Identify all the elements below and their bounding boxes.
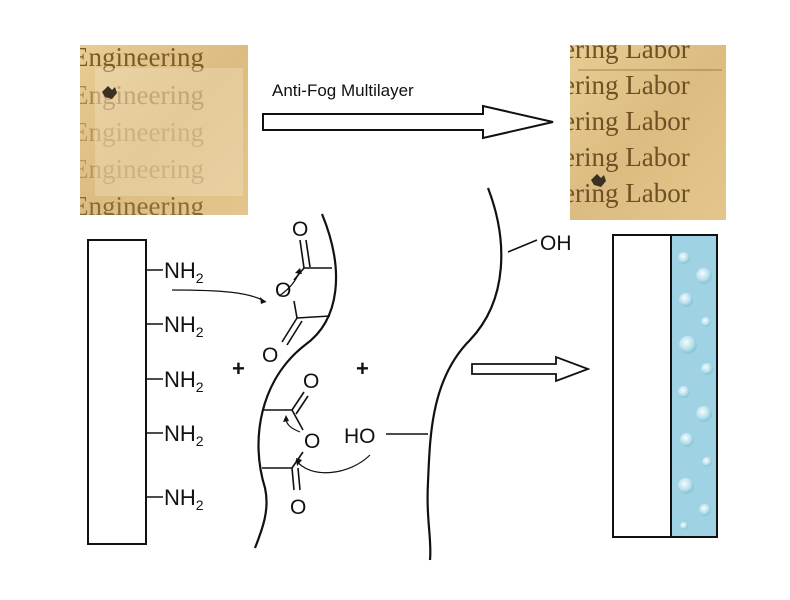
arrowhead-icon [296, 458, 302, 466]
photo-after-line: ering Labor [563, 106, 690, 136]
photo-after-clear: ering Labor ering Labor ering Labor erin… [563, 34, 726, 220]
water-droplet [680, 522, 688, 530]
bond-line [507, 239, 538, 253]
photo-after-line: ering Labor [563, 70, 690, 100]
amine-group: NH2 [146, 421, 204, 449]
photo-before-line: Engineering [72, 42, 204, 72]
arrowhead-icon [283, 415, 289, 422]
photo-after-line: ering Labor [563, 178, 690, 208]
amine-group: NH2 [146, 367, 204, 395]
bond-line [299, 239, 305, 269]
water-droplet [701, 317, 711, 327]
water-droplet [678, 386, 690, 398]
photo-before-fog: Engineering Engineering Engineering Engi… [72, 42, 248, 221]
water-droplet [696, 406, 712, 422]
photo-after-background [570, 45, 726, 220]
bond-line [281, 317, 298, 343]
bond-line [296, 315, 331, 319]
water-droplet [699, 504, 711, 516]
amine-label: NH2 [164, 312, 204, 340]
amine-groups: NH2 NH2 NH2 NH2 NH2 [146, 258, 204, 513]
amine-label: NH2 [164, 421, 204, 449]
anhydride-ring-upper: O O O [262, 218, 332, 367]
header-arrow-label: Anti-Fog Multilayer [272, 81, 414, 100]
coated-substrate [612, 234, 672, 538]
bond-line [305, 239, 311, 268]
water-droplet [702, 457, 712, 467]
bond-line [291, 391, 305, 411]
anhydride-oxygen: O [303, 370, 319, 393]
bond-line [291, 467, 295, 491]
hydroxyl-label: HO [344, 425, 376, 448]
water-droplet [679, 293, 693, 307]
photo-before-background [80, 45, 248, 215]
result-arrow [471, 355, 591, 383]
anti-fog-coating-layer [670, 234, 718, 538]
anhydride-oxygen: O [262, 344, 278, 367]
amine-label: NH2 [164, 485, 204, 513]
anhydride-oxygen: O [275, 279, 291, 302]
photo-after-line: ering Labor [563, 142, 690, 172]
bond-line [297, 467, 301, 491]
water-droplet [678, 252, 690, 264]
nucleophilic-attack-arrow [295, 454, 371, 474]
amine-label: NH2 [164, 367, 204, 395]
amine-label: NH2 [164, 258, 204, 286]
water-droplet [701, 363, 713, 375]
photo-before-line: Engineering [72, 80, 204, 110]
nucleophilic-attack-arrow [171, 289, 267, 303]
amine-group: NH2 [146, 258, 204, 286]
water-droplet [679, 336, 697, 354]
bond-line [286, 320, 303, 346]
process-arrow [262, 104, 554, 140]
photo-before-line: Engineering [72, 154, 204, 184]
plus-sign: + [232, 356, 245, 381]
photo-before-line: Engineering [72, 191, 204, 221]
bond-line [291, 409, 304, 431]
anhydride-polymer-chain [253, 213, 338, 549]
anhydride-ring-lower: O O O [262, 370, 320, 519]
plus-sign: + [356, 356, 369, 381]
anhydride-oxygen: O [304, 430, 320, 453]
bond-line [295, 395, 309, 415]
pointer-mark-icon [102, 86, 117, 99]
arrowhead-icon [295, 268, 302, 274]
fog-film [95, 68, 243, 196]
arrowhead-icon [260, 297, 266, 304]
amine-group: NH2 [146, 485, 204, 513]
photo-after-line: ering Labor [563, 34, 690, 64]
water-droplet [696, 268, 712, 284]
amine-group: NH2 [146, 312, 204, 340]
water-droplet [680, 433, 694, 447]
anhydride-oxygen: O [292, 218, 308, 241]
photo-before-line: Engineering [72, 117, 204, 147]
pointer-mark-icon [591, 174, 606, 187]
anhydride-oxygen: O [290, 496, 306, 519]
hydroxyl-polymer-chain [426, 187, 503, 561]
hydroxyl-label: OH [540, 232, 572, 255]
substrate-slab [87, 239, 147, 545]
water-droplet [678, 478, 694, 494]
bond-line [293, 300, 298, 319]
